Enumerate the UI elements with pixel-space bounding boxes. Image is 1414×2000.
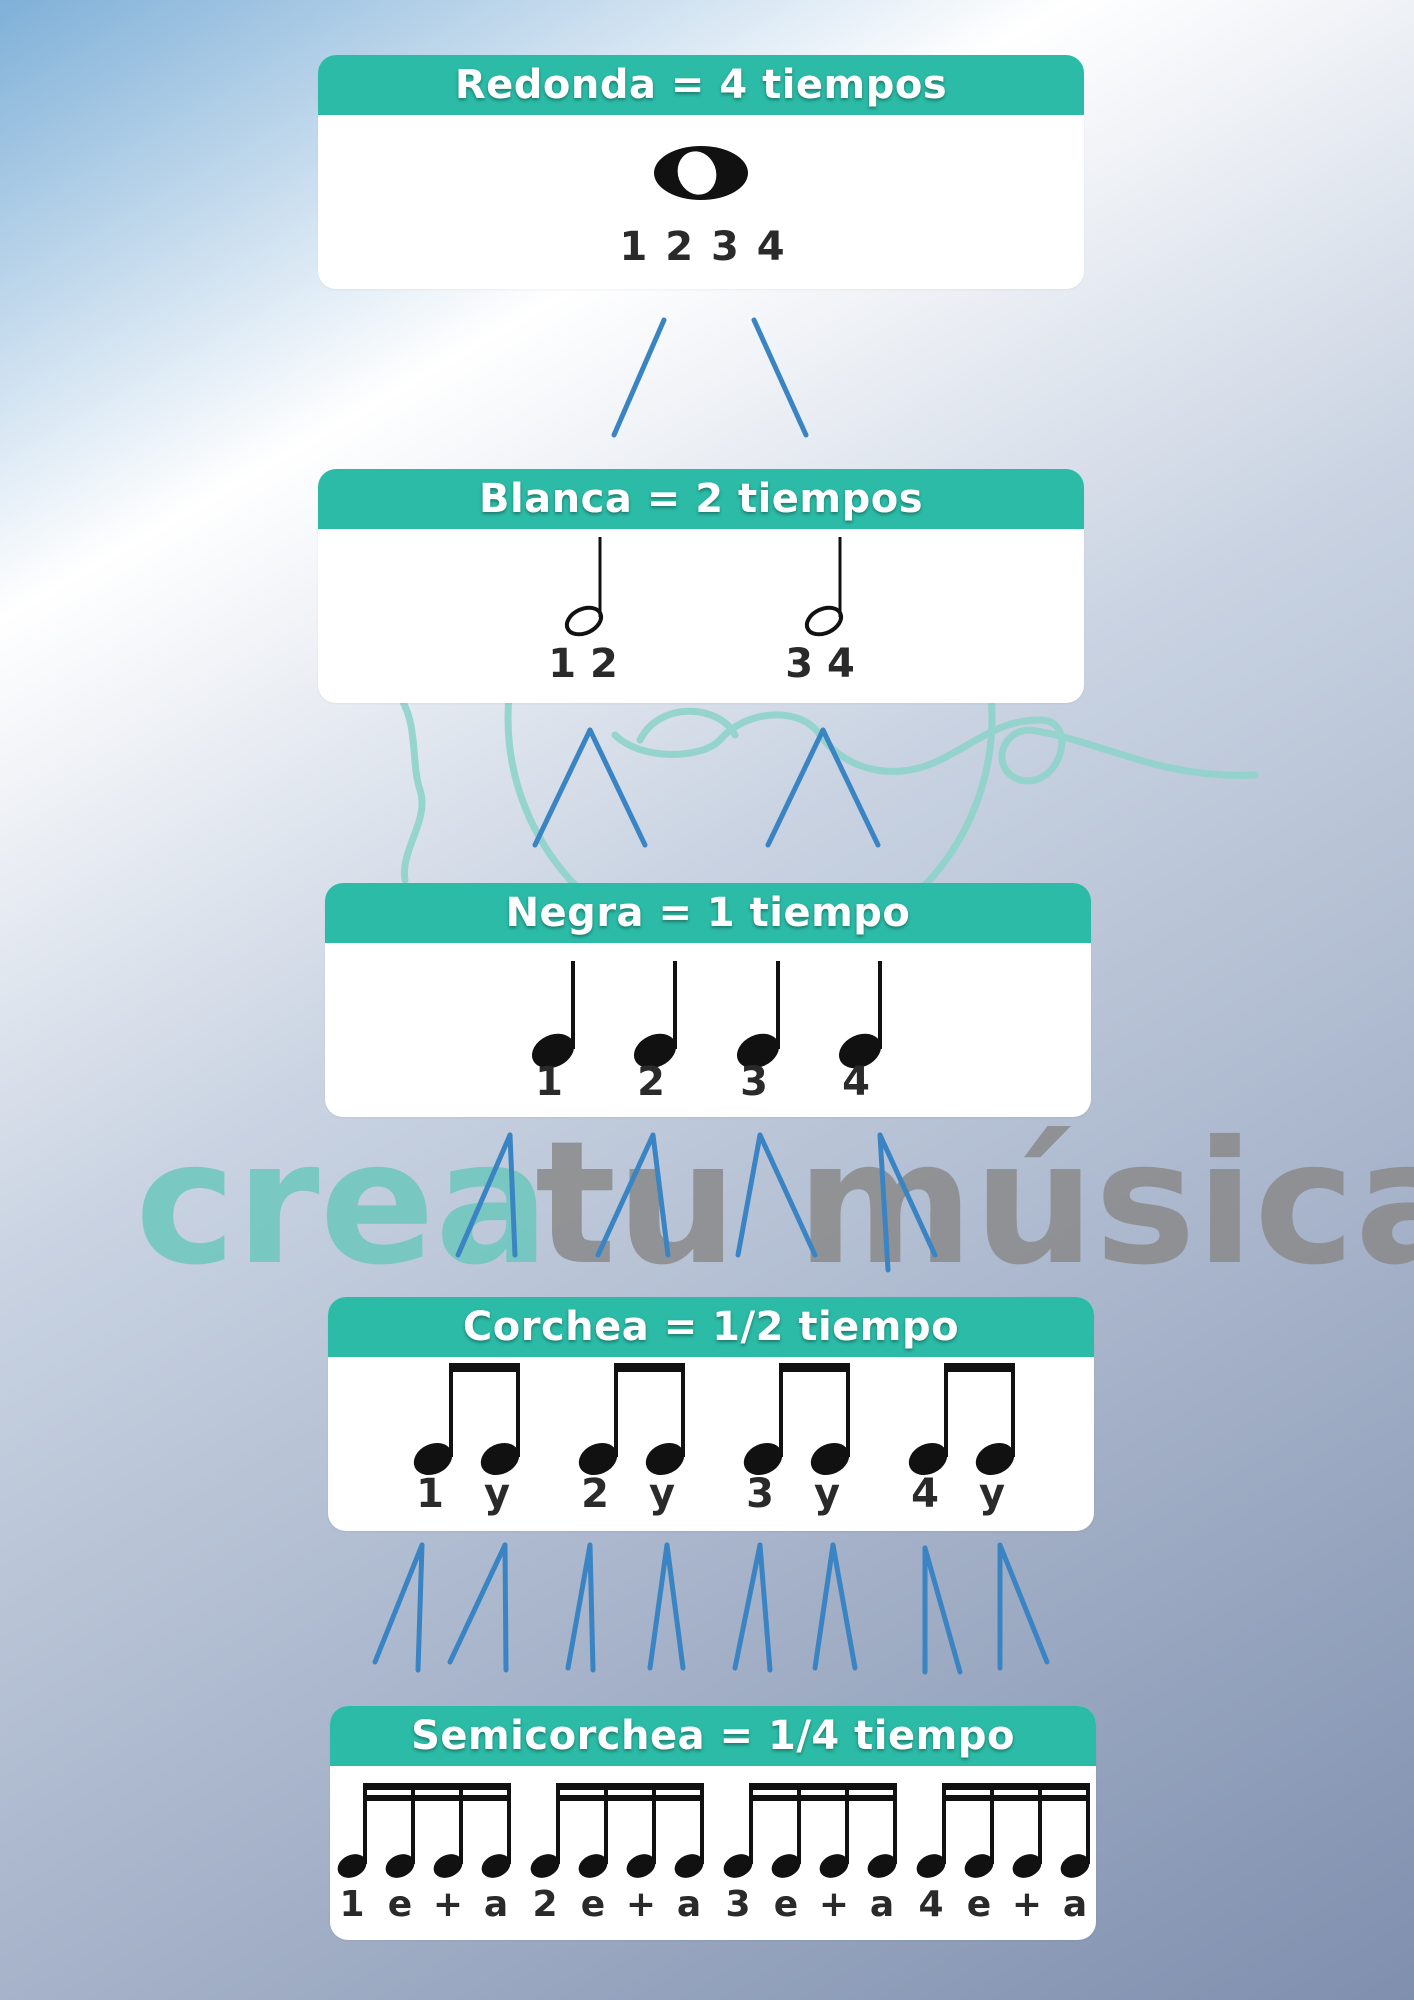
eighth-note-pair [413,1363,520,1476]
count-label: 1 2 3 4 [619,224,786,270]
count-label: 1 [416,1471,444,1517]
count-label: e [581,1884,605,1925]
count-label: 3 [725,1884,750,1925]
card-title: Blanca = 2 tiempos [318,469,1084,529]
sixteenth-note-group [530,1783,704,1878]
redonda-notation: 1 2 3 4 [619,146,786,270]
note [578,1367,618,1476]
connector-lines [372,317,1050,1675]
count-label: e [967,1884,991,1925]
watermark: crea tu música [135,1105,1414,1303]
count-label: a [870,1884,894,1925]
count-label: e [774,1884,798,1925]
eighth-note-pair [908,1363,1015,1476]
count-label: 1 [339,1884,364,1925]
count-label: + [433,1884,463,1925]
note [838,961,882,1069]
count-label: 4 [911,1471,939,1517]
card-title: Redonda = 4 tiempos [318,55,1084,115]
count-label: y [979,1471,1005,1517]
count-label: + [819,1884,849,1925]
half-note [804,537,844,637]
half-note [564,537,604,637]
blanca-notation: 1 2 3 4 [548,537,855,687]
count-label: 3 4 [785,641,855,687]
count-label: + [626,1884,656,1925]
count-label: y [484,1471,510,1517]
sixteenth-note-group [337,1783,511,1878]
note [736,961,780,1069]
count-label: y [814,1471,840,1517]
card-blanca: Blanca = 2 tiempos 1 2 3 4 [318,469,1084,703]
sixteenth-note-group [916,1783,1090,1878]
count-label: 4 [842,1059,870,1105]
count-label: a [1063,1884,1087,1925]
count-label: y [649,1471,675,1517]
count-label: 3 [746,1471,774,1517]
count-label: 4 [918,1884,943,1925]
card-redonda: Redonda = 4 tiempos 1 2 3 4 [318,55,1084,289]
count-label: 2 [637,1059,665,1105]
count-label: 1 2 [548,641,618,687]
negra-notation: 1 2 3 4 [531,961,882,1105]
card-title: Negra = 1 tiempo [325,883,1091,943]
count-label: 2 [581,1471,609,1517]
note [810,1367,850,1476]
note [743,1367,783,1476]
count-label: 3 [740,1059,768,1105]
note [645,1367,685,1476]
whole-note [654,146,748,200]
card-title: Semicorchea = 1/4 tiempo [330,1706,1096,1766]
note [480,1367,520,1476]
note [413,1367,453,1476]
count-label: 1 [535,1059,563,1105]
eighth-note-pair [578,1363,685,1476]
note [908,1367,948,1476]
card-negra: Negra = 1 tiempo 1 2 3 4 [325,883,1091,1117]
note [531,961,575,1069]
watermark-tu-musica: tu música [535,1105,1414,1303]
count-label: 2 [532,1884,557,1925]
eighth-note-pair [743,1363,850,1476]
sixteenth-note-group [723,1783,897,1878]
count-label: + [1012,1884,1042,1925]
watermark-crea: crea [135,1105,550,1303]
count-label: e [388,1884,412,1925]
note [975,1367,1015,1476]
note [633,961,677,1069]
card-title: Corchea = 1/2 tiempo [328,1297,1094,1357]
count-label: a [677,1884,701,1925]
count-label: a [484,1884,508,1925]
